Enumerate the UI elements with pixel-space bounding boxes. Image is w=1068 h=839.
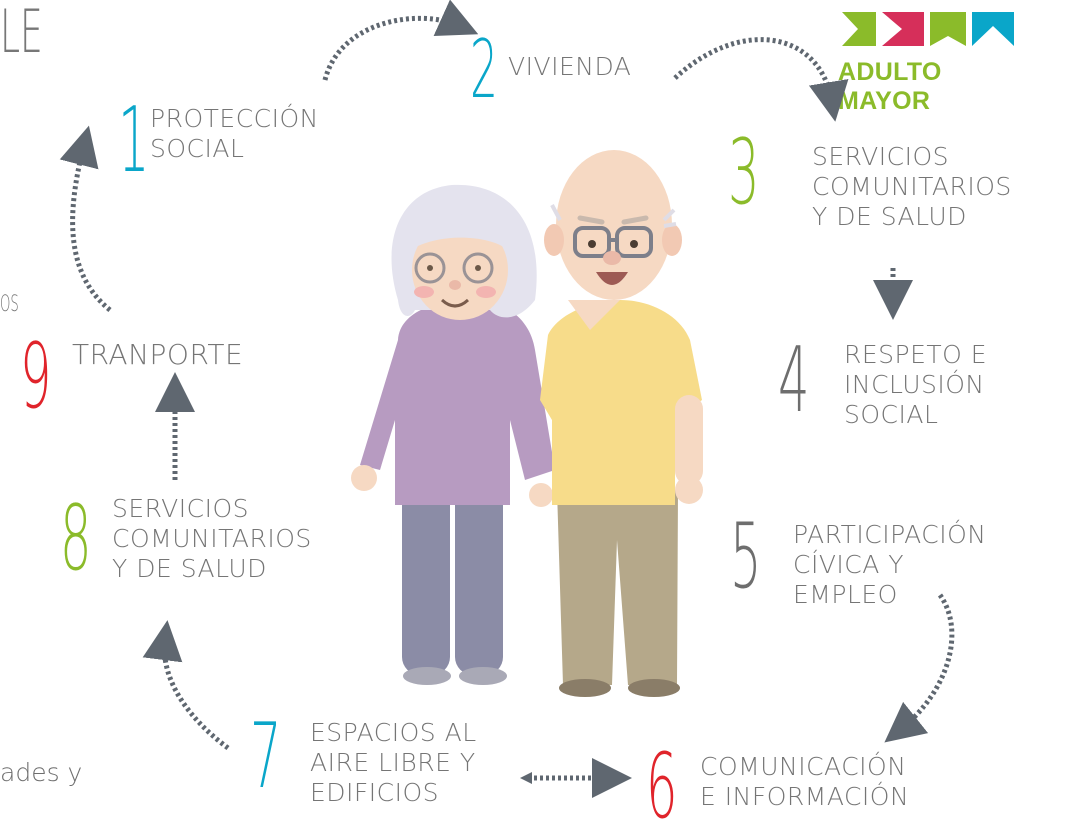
left-fragment-text: OS bbox=[0, 292, 19, 317]
woman-figure bbox=[351, 184, 555, 685]
item-8-number: 8 bbox=[60, 486, 92, 591]
arrow-1-to-2 bbox=[322, 0, 479, 81]
partial-title: LE bbox=[0, 0, 43, 67]
adulto-mayor-logo: ADULTO MAYOR bbox=[838, 6, 1038, 115]
arrow-5-to-6 bbox=[884, 593, 955, 743]
item-6-number: 6 bbox=[646, 734, 678, 839]
item-2-number: 2 bbox=[470, 23, 498, 116]
arrow-9-to-1 bbox=[59, 125, 112, 312]
item-4-number: 4 bbox=[778, 328, 810, 433]
logo-shapes bbox=[842, 12, 1014, 46]
item-5-number: 5 bbox=[730, 504, 762, 609]
item-9-number: 9 bbox=[20, 324, 52, 429]
item-3-number: 3 bbox=[728, 120, 760, 225]
item-9-label: TRANPORTE bbox=[72, 338, 244, 371]
item-7-number: 7 bbox=[250, 704, 282, 809]
man-figure bbox=[540, 150, 703, 697]
arrow-2-to-3 bbox=[673, 37, 849, 122]
footer-fragment-text: ades y bbox=[0, 758, 83, 787]
logo-text: ADULTO MAYOR bbox=[838, 58, 942, 115]
item-2-label: VIVIENDA bbox=[508, 52, 632, 81]
arrow-7-6-tail bbox=[520, 772, 532, 784]
item-1-number: 1 bbox=[118, 88, 150, 193]
